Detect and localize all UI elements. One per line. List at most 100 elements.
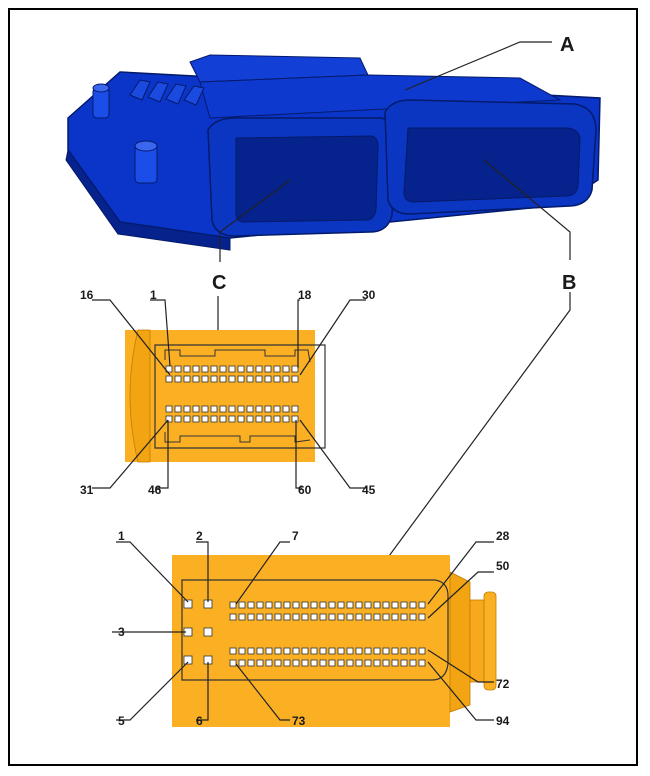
pin-cavity [283,647,291,655]
pin-cavity [391,659,399,667]
pin-c-18: 18 [298,288,312,302]
pin-b-6: 6 [196,714,203,728]
pin-cavity [228,415,236,423]
connector-c-pins [165,365,299,423]
pin-cavity [282,365,290,373]
pin-cavity [247,601,255,609]
pin-b-7: 7 [292,529,299,543]
pin-cavity [337,613,345,621]
pin-cavity [265,613,273,621]
pin-cavity [274,659,282,667]
leader-c-top [219,179,291,262]
pin-cavity [228,375,236,383]
pin-cavity [373,613,381,621]
pin-cavity [328,601,336,609]
pin-cavity [373,659,381,667]
pin-cavity [265,601,273,609]
pin-cavity [301,659,309,667]
pin-cavity [219,365,227,373]
pin-cavity [273,375,281,383]
pin-cavity [319,659,327,667]
diagram-frame [8,8,638,766]
pin-cavity [346,647,354,655]
pin-cavity [265,659,273,667]
label-b: B [562,272,576,294]
pin-cavity [364,613,372,621]
pin-cavity [229,601,237,609]
pin-cavity [355,613,363,621]
pin-b-94: 94 [496,714,510,728]
pin-cavity [255,405,263,413]
pin-b-50: 50 [496,559,510,573]
pin-cavity [201,415,209,423]
ecu-housing [65,54,601,251]
pin-cavity [238,613,246,621]
pin-c-60: 60 [298,483,312,497]
pin-cavity [319,647,327,655]
pin-cavity [228,405,236,413]
pin-cavity [283,659,291,667]
pin-cavity [337,647,345,655]
pin-cavity [183,405,191,413]
pin-c-31: 31 [80,483,94,497]
pin-cavity [174,365,182,373]
pin-cavity [255,375,263,383]
pin-cavity [328,613,336,621]
pin-cavity [273,415,281,423]
pin-cavity [229,647,237,655]
pin-cavity [256,659,264,667]
pin-cavity [229,659,237,667]
pin-cavity [292,659,300,667]
pin-cavity [373,601,381,609]
leader-b-top [483,159,571,260]
pin-cavity [183,365,191,373]
pin-c-30: 30 [362,288,376,302]
pin-cavity [301,601,309,609]
pin-cavity [291,365,299,373]
pin-cavity [418,613,426,621]
leader-lines [217,41,571,576]
pin-cavity [373,647,381,655]
pin-cavity [418,659,426,667]
pin-cavity [337,659,345,667]
pin-c-45: 45 [362,483,376,497]
pin-cavity [219,415,227,423]
pin-cavity [255,365,263,373]
pin-cavity [274,613,282,621]
label-c: C [212,272,226,294]
pin-cavity [273,405,281,413]
pin-b-28: 28 [496,529,510,543]
pin-cavity [400,659,408,667]
pin-cavity [346,659,354,667]
pin-cavity [283,613,291,621]
pin-cavity [382,659,390,667]
pin-b-5: 5 [118,714,125,728]
pin-cavity [246,405,254,413]
pin-c-1: 1 [150,288,157,302]
pin-cavity [310,659,318,667]
pin-cavity [219,375,227,383]
pin-cavity [256,647,264,655]
pin-cavity [247,647,255,655]
pin-cavity [165,365,173,373]
pin-cavity [246,415,254,423]
pin-cavity [264,365,272,373]
pin-cavity [247,613,255,621]
pin-cavity [391,613,399,621]
pin-cavity [418,647,426,655]
pin-cavity [328,647,336,655]
connector-c [125,329,326,463]
pin-cavity [228,365,236,373]
pin-cavity [310,647,318,655]
pin-cavity [201,375,209,383]
pin-cavity [247,659,255,667]
pin-cavity [409,659,417,667]
pin-cavity [237,405,245,413]
pin-cavity [229,613,237,621]
pin-cavity [246,365,254,373]
pin-cavity [274,647,282,655]
pin-c-16: 16 [80,288,94,302]
label-a: A [560,34,574,56]
pin-cavity [210,365,218,373]
pin-b-2: 2 [196,529,203,543]
